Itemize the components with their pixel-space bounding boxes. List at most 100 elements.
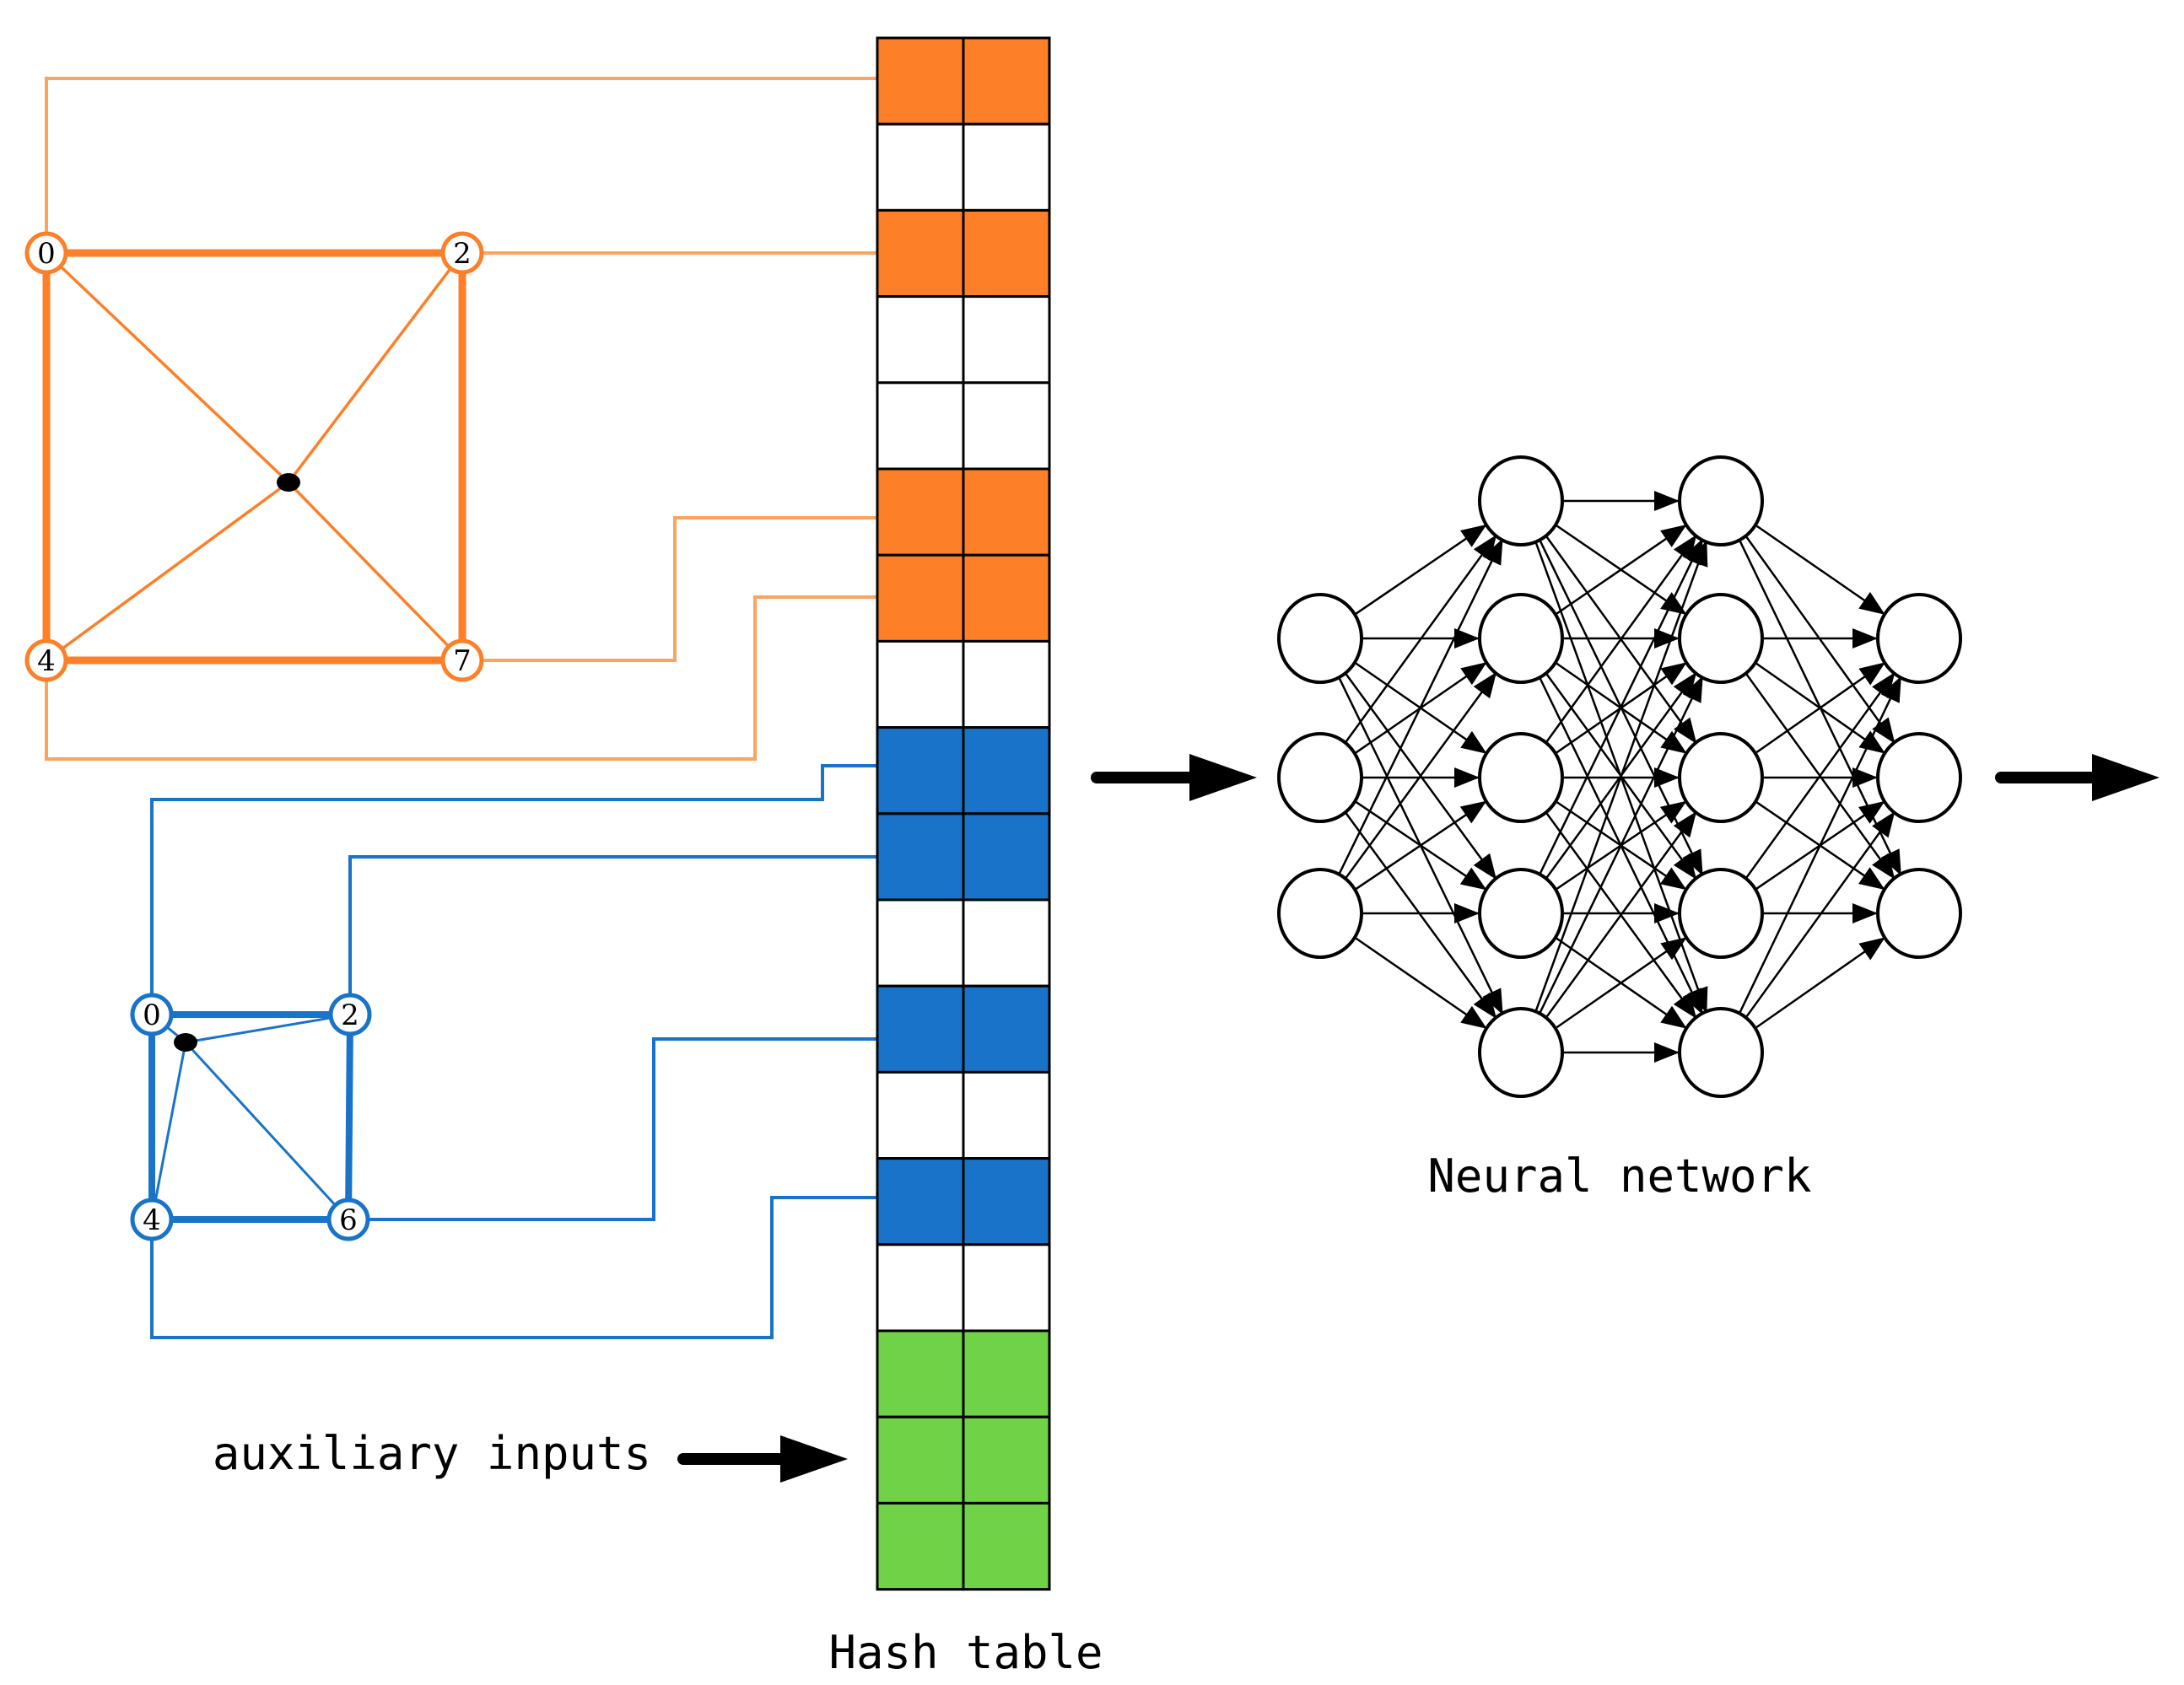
mesh-center-point [277,473,300,492]
network-connection-arrowhead [1660,1005,1687,1029]
network-connection-arrowhead [1858,730,1885,754]
mesh-vertex [24,638,68,682]
network-connection [1744,810,1896,1020]
hash-table-cell [876,208,965,299]
network-connection-arrowhead [1674,717,1697,744]
mesh-vertex-label: 2 [453,237,472,271]
mesh-vertex-label: 7 [453,644,472,678]
hash-table-cell [876,553,965,643]
network-connection [1343,534,1498,745]
hash-table-cell [962,726,1051,816]
mesh-vertex [130,1198,174,1241]
network-neuron [1478,455,1564,546]
hash-table-cell [962,1501,1051,1591]
hash-table-cell [876,1415,965,1505]
network-neuron [1478,868,1564,959]
network-connection-arrowhead [1454,903,1480,923]
network-neuron [1478,1007,1564,1098]
hash-table-cell [876,36,965,126]
network-connection-arrowhead [1460,1005,1487,1029]
network-connection [1744,671,1896,880]
network-connection-arrowhead [1673,992,1697,1020]
network-connections [1337,491,1902,1063]
mesh-edge [185,1013,351,1044]
hash-table-cell [962,984,1051,1074]
network-connection-arrowhead [1682,676,1703,703]
neural-network [1277,455,1962,1098]
hash-table-cell [876,639,965,729]
hash-table-cell [962,812,1051,902]
hash-table-cell [962,639,1051,729]
network-connection-arrowhead [1673,853,1697,880]
network-neuron [1277,593,1363,684]
network-connection-arrowhead [1858,867,1885,891]
hash-table-cell [876,1157,965,1246]
hash-table-cell [962,898,1051,988]
network-connection-arrowhead [1660,937,1687,961]
network-connection-arrowhead [1858,591,1885,615]
mesh-vertex [24,231,68,275]
network-connection [1544,810,1698,1020]
mesh-edge [45,481,290,662]
hash-table-cell [876,1501,965,1591]
mesh-edge [45,251,290,484]
hash-table-cell [962,1243,1051,1332]
connector-line [150,1196,877,1339]
blue-connector-lines [150,764,877,1339]
network-neuron [1678,1007,1764,1098]
network-connection-arrowhead [1852,903,1878,923]
network-connection [1754,936,1886,1030]
connector-line [45,77,877,236]
network-neuron [1478,593,1564,684]
hash-table-cell [962,295,1051,385]
network-connection-arrowhead [1660,524,1687,547]
mesh-vertex-label: 0 [143,999,161,1032]
mesh-edge [287,251,464,484]
mesh-vertex [440,231,484,275]
network-connection-arrowhead [1460,662,1487,686]
network-connection-arrowhead [1852,767,1878,788]
hash-table-label: Hash table [828,1626,1103,1679]
network-connection-arrowhead [1872,853,1895,880]
hash-table-cell [876,381,965,471]
auxiliary-inputs-arrow [677,1435,848,1483]
mesh-vertex-label: 2 [341,999,359,1032]
hash-table-cell [876,1070,965,1160]
network-connection-arrowhead [1659,867,1687,891]
mesh-vertex [130,993,174,1036]
hash-table-cell [962,381,1051,471]
network-connection-arrowhead [1881,676,1901,703]
mesh-edge [150,1042,187,1220]
mesh-center-point [174,1033,197,1052]
network-neuron [1678,868,1764,959]
network-neuron [1478,732,1564,823]
network-connection-arrowhead [1872,811,1895,838]
network-connection-arrowhead [1659,800,1687,824]
connector-line [369,1037,877,1221]
network-neuron [1876,868,1962,959]
network-connection-arrowhead [1454,767,1480,788]
network-neuron [1678,593,1764,684]
network-connection-arrowhead [1473,671,1497,699]
orange-mesh: 0 2 4 7 [24,231,484,682]
hash-table-cell [962,36,1051,126]
hash-table-cell [962,1415,1051,1505]
output-arrow [1995,754,2160,801]
network-connection-arrowhead [1660,592,1687,616]
network-connection-arrowhead [1454,628,1480,649]
network-connection-arrowhead [1459,800,1487,824]
mesh-vertex [440,638,484,682]
network-connection-arrowhead [1673,810,1697,838]
hash-table-cell [962,467,1051,557]
hash-table-cell [962,1157,1051,1246]
hash-table-cell [876,726,965,816]
network-neuron [1876,732,1962,823]
network-connection [1544,534,1698,745]
mesh-vertex-label: 0 [37,237,56,271]
network-connection-arrowhead [1660,662,1687,686]
hash-table-cell [876,812,965,902]
hash-table-cell [876,898,965,988]
mesh-edge [287,481,464,662]
mesh-vertex-label: 4 [37,644,56,678]
